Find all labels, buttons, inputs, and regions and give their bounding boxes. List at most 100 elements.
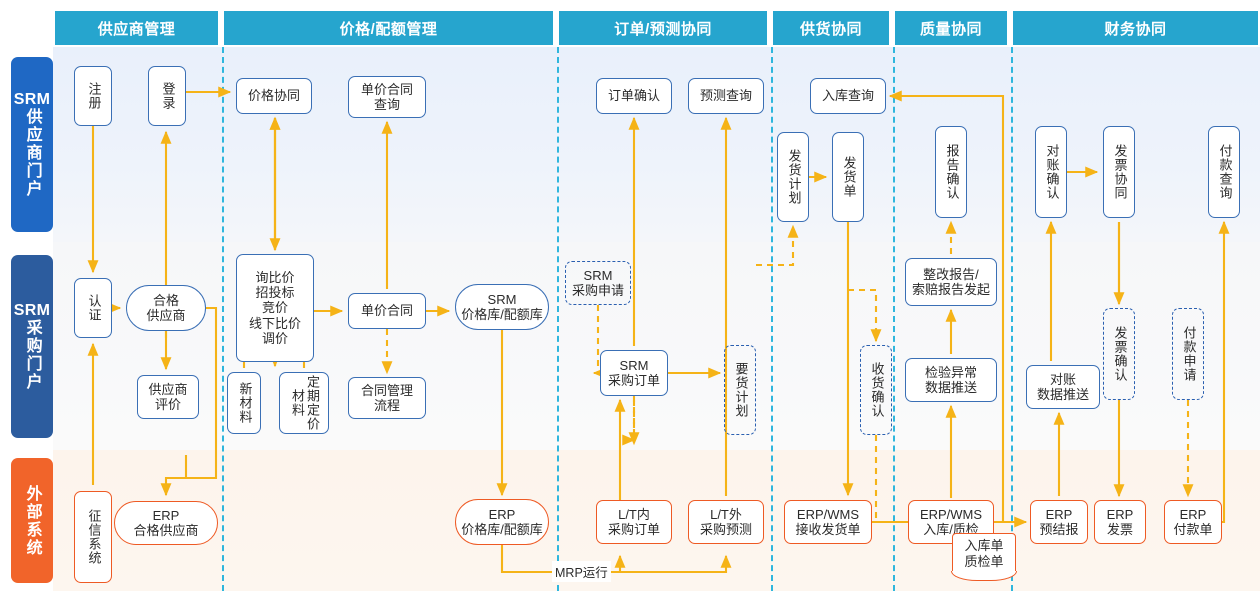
node-label: 订单确认 [607,88,660,104]
node-label: L/T外采购预测 [699,506,752,537]
node-label: 认证 [86,294,102,322]
node-reconcile-confirm[interactable]: 对账确认 [1035,126,1067,218]
node-label: 单价合同 [360,303,413,319]
column-header-finance-collab[interactable]: 财务协同 [1013,11,1258,45]
node-label: 询比价招投标竞价线下比价调价 [248,269,301,346]
node-label: 入库查询 [821,88,874,104]
swimlane-label-external-systems: 外部系统 [11,458,53,583]
node-qualified-supplier[interactable]: 合格供应商 [126,285,206,331]
node-lt-in-order[interactable]: L/T内采购订单 [596,500,672,544]
node-label: 入库单质检单 [964,538,1004,569]
node-reconcile-push[interactable]: 对账数据推送 [1026,365,1100,409]
column-separator-finance-collab [1011,47,1013,591]
node-label: 征信系统 [86,509,102,565]
column-separator-quality-collab [893,47,895,591]
swimlane-cn-label: 供应商门户 [23,108,41,199]
node-new-material[interactable]: 新材料 [227,372,261,434]
node-register[interactable]: 注册 [74,66,112,126]
node-label: 合同管理流程 [360,382,413,413]
swimlane-en-label: SRM [13,301,51,319]
node-ship-note[interactable]: 发货单 [832,132,864,222]
node-quote-bid-box[interactable]: 询比价招投标竞价线下比价调价 [236,254,314,362]
node-unit-contract[interactable]: 单价合同 [348,293,426,329]
node-label: 收货确认 [869,362,885,418]
node-label: 对账确认 [1044,144,1060,200]
node-label: 付款查询 [1217,144,1233,200]
node-unit-contract-query[interactable]: 单价合同查询 [348,76,426,118]
swimlane-en-label: SRM [13,90,51,108]
node-inspect-abnormal[interactable]: 检验异常数据推送 [905,358,997,402]
node-label: 定期定价材料 [290,375,320,431]
node-login[interactable]: 登录 [148,66,186,126]
column-separator-supply-collab [771,47,773,591]
node-label: 价格协同 [247,88,300,104]
node-label: 发货计划 [786,149,802,205]
column-header-supplier-management[interactable]: 供应商管理 [55,11,218,45]
column-header-quality-collab[interactable]: 质量协同 [895,11,1007,45]
swimlane-cn-label: 采购门户 [23,319,41,392]
node-label: 新材料 [237,382,253,424]
node-label: 单价合同查询 [360,81,413,112]
node-payment-request[interactable]: 付款申请 [1172,308,1204,400]
node-payment-query[interactable]: 付款查询 [1208,126,1240,218]
node-label: 检验异常数据推送 [924,364,977,395]
node-certification[interactable]: 认证 [74,278,112,338]
column-header-supply-collab[interactable]: 供货协同 [773,11,889,45]
edge-label-mrp-run: MRP运行 [552,561,611,582]
node-receipt-confirm[interactable]: 收货确认 [860,345,892,435]
node-inbound-qc-note[interactable]: 入库单质检单 [951,533,1017,581]
node-label: L/T内采购订单 [607,506,660,537]
node-invoice-confirm[interactable]: 发票确认 [1103,308,1135,400]
node-inbound-query[interactable]: 入库查询 [810,78,886,114]
node-label: 发票协同 [1112,144,1128,200]
node-lt-out-forecast[interactable]: L/T外采购预测 [688,500,764,544]
lane-band-supplier-portal [53,47,1260,242]
node-demand-plan[interactable]: 要货计划 [724,345,756,435]
node-label: 合格供应商 [146,292,186,323]
column-separator-order-forecast [557,47,559,591]
node-forecast-query[interactable]: 预测查询 [688,78,764,114]
node-label: 登录 [160,82,176,110]
node-label: 报告确认 [944,144,960,200]
node-invoice-collab[interactable]: 发票协同 [1103,126,1135,218]
node-label: 对账数据推送 [1036,371,1089,402]
node-ship-plan[interactable]: 发货计划 [777,132,809,222]
node-regular-priced-mat[interactable]: 定期定价材料 [279,372,329,434]
node-supplier-evaluation[interactable]: 供应商评价 [137,375,199,419]
column-header-order-forecast[interactable]: 订单/预测协同 [559,11,767,45]
node-contract-mgmt-flow[interactable]: 合同管理流程 [348,377,426,419]
node-rectify-claim[interactable]: 整改报告/索赔报告发起 [905,258,997,306]
column-header-price-quota[interactable]: 价格/配额管理 [224,11,553,45]
node-order-confirm[interactable]: 订单确认 [596,78,672,114]
node-price-collab[interactable]: 价格协同 [236,78,312,114]
node-label: 付款申请 [1181,326,1197,382]
node-label: 整改报告/索赔报告发起 [911,266,990,297]
node-label: 发票确认 [1112,326,1128,382]
node-label: 注册 [86,82,102,110]
node-label: 要货计划 [733,362,749,418]
node-report-confirm[interactable]: 报告确认 [935,126,967,218]
node-credit-system[interactable]: 征信系统 [74,491,112,583]
node-label: 供应商评价 [148,381,188,412]
node-label: 发货单 [841,156,857,198]
node-label: 预测查询 [699,88,752,104]
